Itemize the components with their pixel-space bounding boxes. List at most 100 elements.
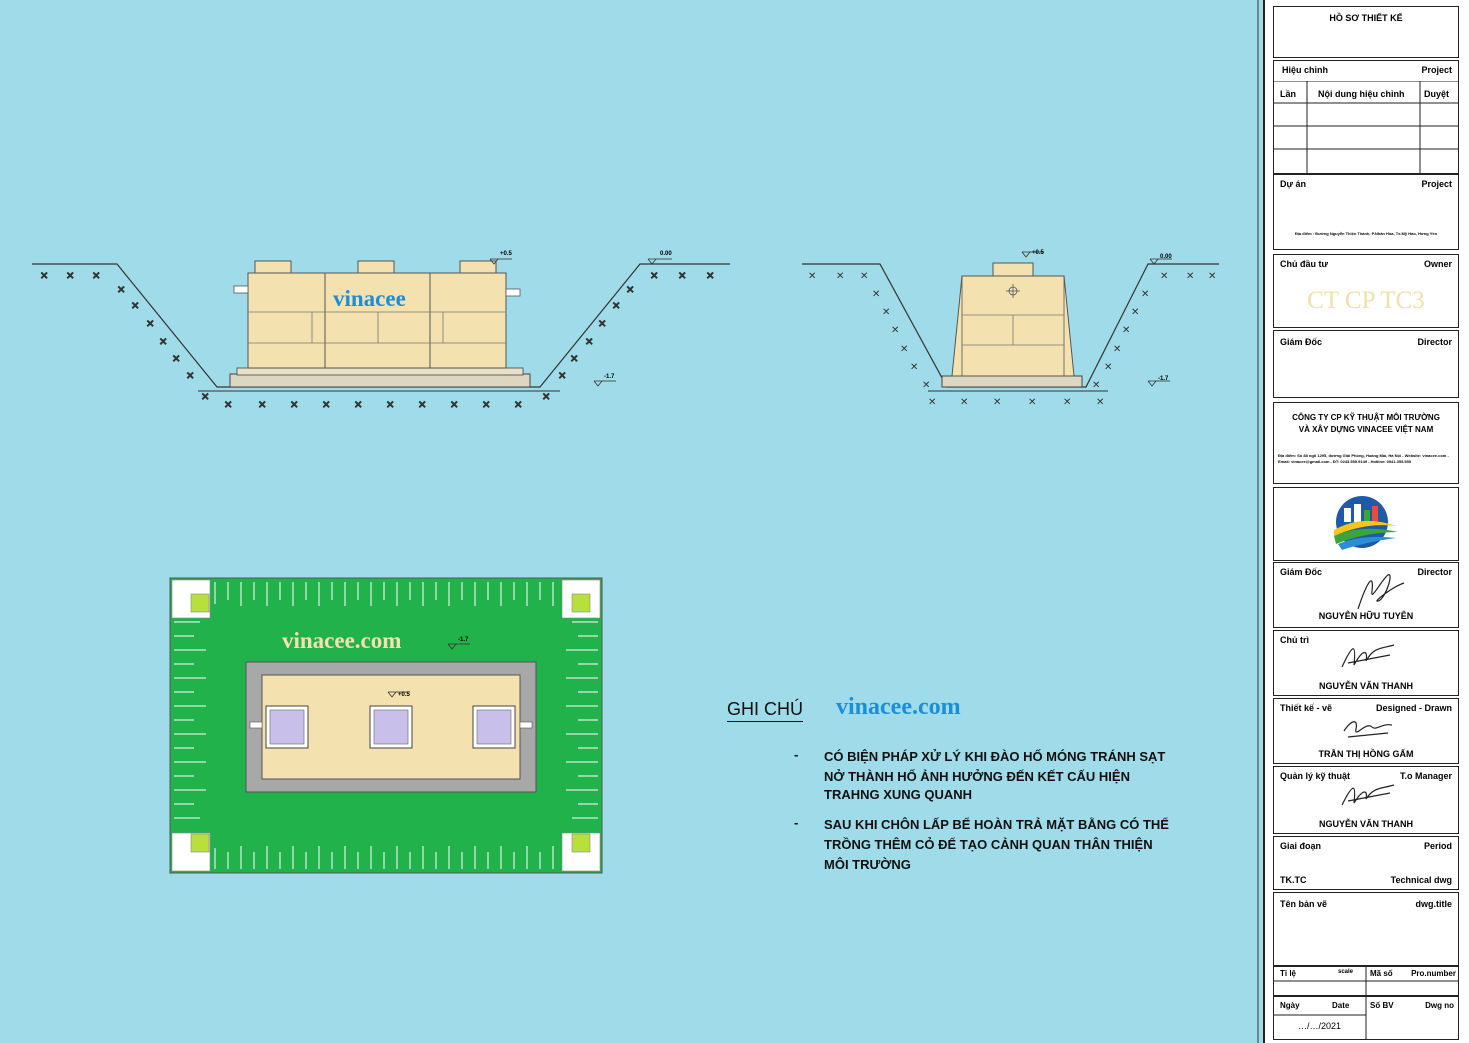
svg-text:✕: ✕ (92, 271, 100, 282)
svg-text:✕: ✕ (1096, 397, 1104, 408)
svg-text:✕: ✕ (386, 400, 394, 411)
svg-text:✕: ✕ (354, 400, 362, 411)
manhole-1 (254, 260, 292, 274)
svg-text:✕: ✕ (146, 319, 154, 330)
svg-text:✕: ✕ (201, 392, 209, 403)
svg-text:✕: ✕ (1104, 362, 1112, 373)
svg-text:✕: ✕ (514, 400, 522, 411)
tb-date-row: Ngày Date Số BV Dwg no …/…/2021 (1273, 996, 1459, 1040)
svg-text:✕: ✕ (1122, 325, 1130, 336)
tb-designer: Thiết kế - vẽ Designed - Drawn TRẦN THỊ … (1273, 698, 1459, 764)
front-level-markers (1021, 251, 1172, 387)
front-elevation: ✕✕✕ ✕✕✕ ✕✕✕ ✕✕✕ ✕✕✕ ✕✕✕ ✕✕✕ ✕✕✕ +0.5 0.0… (802, 250, 1219, 408)
svg-text:✕: ✕ (910, 362, 918, 373)
note-2-line-3: MÔI TRƯỜNG (824, 857, 911, 872)
svg-text:✕: ✕ (585, 337, 593, 348)
front-bottom-level: -1.7 (1158, 376, 1169, 382)
plan-bottom-level: -1.7 (458, 637, 469, 643)
tb-project: Dự án Project Địa điểm : Đường Nguyễn Th… (1273, 174, 1459, 250)
side-level-markers (489, 258, 672, 387)
svg-text:✕: ✕ (993, 397, 1001, 408)
plan-watermark: vinacee.com (282, 628, 401, 653)
signature-manager (1341, 784, 1395, 806)
plan-hatch-lines (174, 582, 598, 869)
svg-text:✕: ✕ (678, 271, 686, 282)
tb-owner: Chủ đầu tư Owner CT CP TC3 (1273, 254, 1459, 328)
soil-hatching: ✕✕✕ ✕✕✕ ✕✕✕ ✕✕✕✕ ✕✕✕✕ ✕✕✕✕ ✕✕✕ ✕✕✕ ✕✕✕ (40, 271, 715, 412)
svg-text:✕: ✕ (1160, 271, 1168, 282)
svg-text:✕: ✕ (626, 285, 634, 296)
note-1-line-2: NỞ THÀNH HỐ ẢNH HƯỞNG ĐẾN KẾT CẤU HIỆN (824, 769, 1130, 784)
svg-text:✕: ✕ (860, 271, 868, 282)
plan-view: vinacee.com -1.7 +0.5 (169, 577, 603, 874)
tb-logo (1273, 487, 1459, 561)
side-ground-level: 0.00 (660, 251, 672, 257)
manhole-2 (357, 260, 395, 274)
front-ground-level: 0.00 (1160, 254, 1172, 260)
svg-text:✕: ✕ (224, 400, 232, 411)
svg-text:✕: ✕ (928, 397, 936, 408)
svg-text:✕: ✕ (1141, 289, 1149, 300)
svg-text:✕: ✕ (960, 397, 968, 408)
svg-text:✕: ✕ (258, 400, 266, 411)
note-2-bullet: - (794, 815, 799, 830)
plan-corners (171, 579, 601, 872)
svg-text:✕: ✕ (66, 271, 74, 282)
svg-text:✕: ✕ (117, 285, 125, 296)
tank-watermark: vinacee (333, 286, 406, 311)
tb-title: HỒ SƠ THIẾT KẾ (1273, 6, 1459, 58)
tb-chief: Chủ trì NGUYỄN VĂN THANH (1273, 630, 1459, 696)
front-manhole (992, 262, 1034, 277)
tb-director-1: Giám Đốc Director (1273, 330, 1459, 398)
date-value: …/…/2021 (1298, 1021, 1342, 1031)
foundation-top (236, 367, 524, 376)
note-1-bullet: - (794, 747, 799, 762)
plan-top-level: +0.5 (398, 692, 411, 698)
signature-chief (1341, 644, 1395, 668)
svg-text:✕: ✕ (1063, 397, 1071, 408)
tb-company: CÔNG TY CP KỸ THUẬT MÔI TRƯỜNG VÀ XÂY DỰ… (1273, 402, 1459, 484)
svg-text:✕: ✕ (186, 371, 194, 382)
svg-text:✕: ✕ (872, 289, 880, 300)
notes-heading: GHI CHÚ (727, 697, 803, 722)
svg-text:✕: ✕ (706, 271, 714, 282)
svg-text:✕: ✕ (882, 307, 890, 318)
notes-brand: vinacee.com (836, 694, 961, 720)
svg-text:✕: ✕ (570, 354, 578, 365)
svg-text:✕: ✕ (542, 392, 550, 403)
svg-text:✕: ✕ (1186, 271, 1194, 282)
front-soil-hatching: ✕✕✕ ✕✕✕ ✕✕✕ ✕✕✕ ✕✕✕ ✕✕✕ ✕✕✕ ✕✕✕ (808, 271, 1216, 408)
svg-text:✕: ✕ (131, 301, 139, 312)
side-bottom-level: -1.7 (604, 374, 615, 380)
svg-text:✕: ✕ (40, 271, 48, 282)
manhole-3 (459, 260, 497, 274)
side-elevation: ✕✕✕ ✕✕✕ ✕✕✕ ✕✕✕✕ ✕✕✕✕ ✕✕✕✕ ✕✕✕ ✕✕✕ ✕✕✕ v… (32, 251, 730, 412)
front-top-level: +0.5 (1032, 250, 1045, 256)
signature-designer (1343, 721, 1393, 738)
svg-text:✕: ✕ (172, 354, 180, 365)
note-2-line-2: TRỒNG THÊM CỎ ĐỂ TẠO CẢNH QUAN THÂN THIỆ… (824, 837, 1153, 852)
tb-director-2: Giám Đốc Director NGUYỄN HỮU TUYÊN (1273, 562, 1459, 628)
outlet-pipe (505, 288, 521, 297)
tb-revision: Hiệu chỉnh Project Lần Nội dung hiệu chỉ… (1273, 60, 1459, 174)
svg-text:✕: ✕ (808, 271, 816, 282)
tb-drawing-name: Tên bản vẽ dwg.title (1273, 892, 1459, 966)
inlet-pipe (233, 285, 249, 294)
side-top-level: +0.5 (500, 251, 513, 257)
svg-text:✕: ✕ (322, 400, 330, 411)
svg-text:✕: ✕ (290, 400, 298, 411)
svg-text:✕: ✕ (612, 301, 620, 312)
tb-phase: Giai đoạn Period TK.TC Technical dwg (1273, 836, 1459, 890)
svg-text:✕: ✕ (1092, 380, 1100, 391)
svg-text:✕: ✕ (1028, 397, 1036, 408)
svg-text:✕: ✕ (900, 344, 908, 355)
svg-text:✕: ✕ (482, 400, 490, 411)
note-2-line-1: SAU KHI CHÔN LẤP BỂ HOÀN TRẢ MẶT BẰNG CÓ… (824, 817, 1169, 832)
svg-text:✕: ✕ (159, 337, 167, 348)
signature-director (1357, 574, 1405, 610)
svg-text:✕: ✕ (1131, 307, 1139, 318)
company-logo (1334, 496, 1398, 550)
svg-text:✕: ✕ (922, 380, 930, 391)
svg-text:✕: ✕ (891, 325, 899, 336)
svg-text:✕: ✕ (558, 371, 566, 382)
